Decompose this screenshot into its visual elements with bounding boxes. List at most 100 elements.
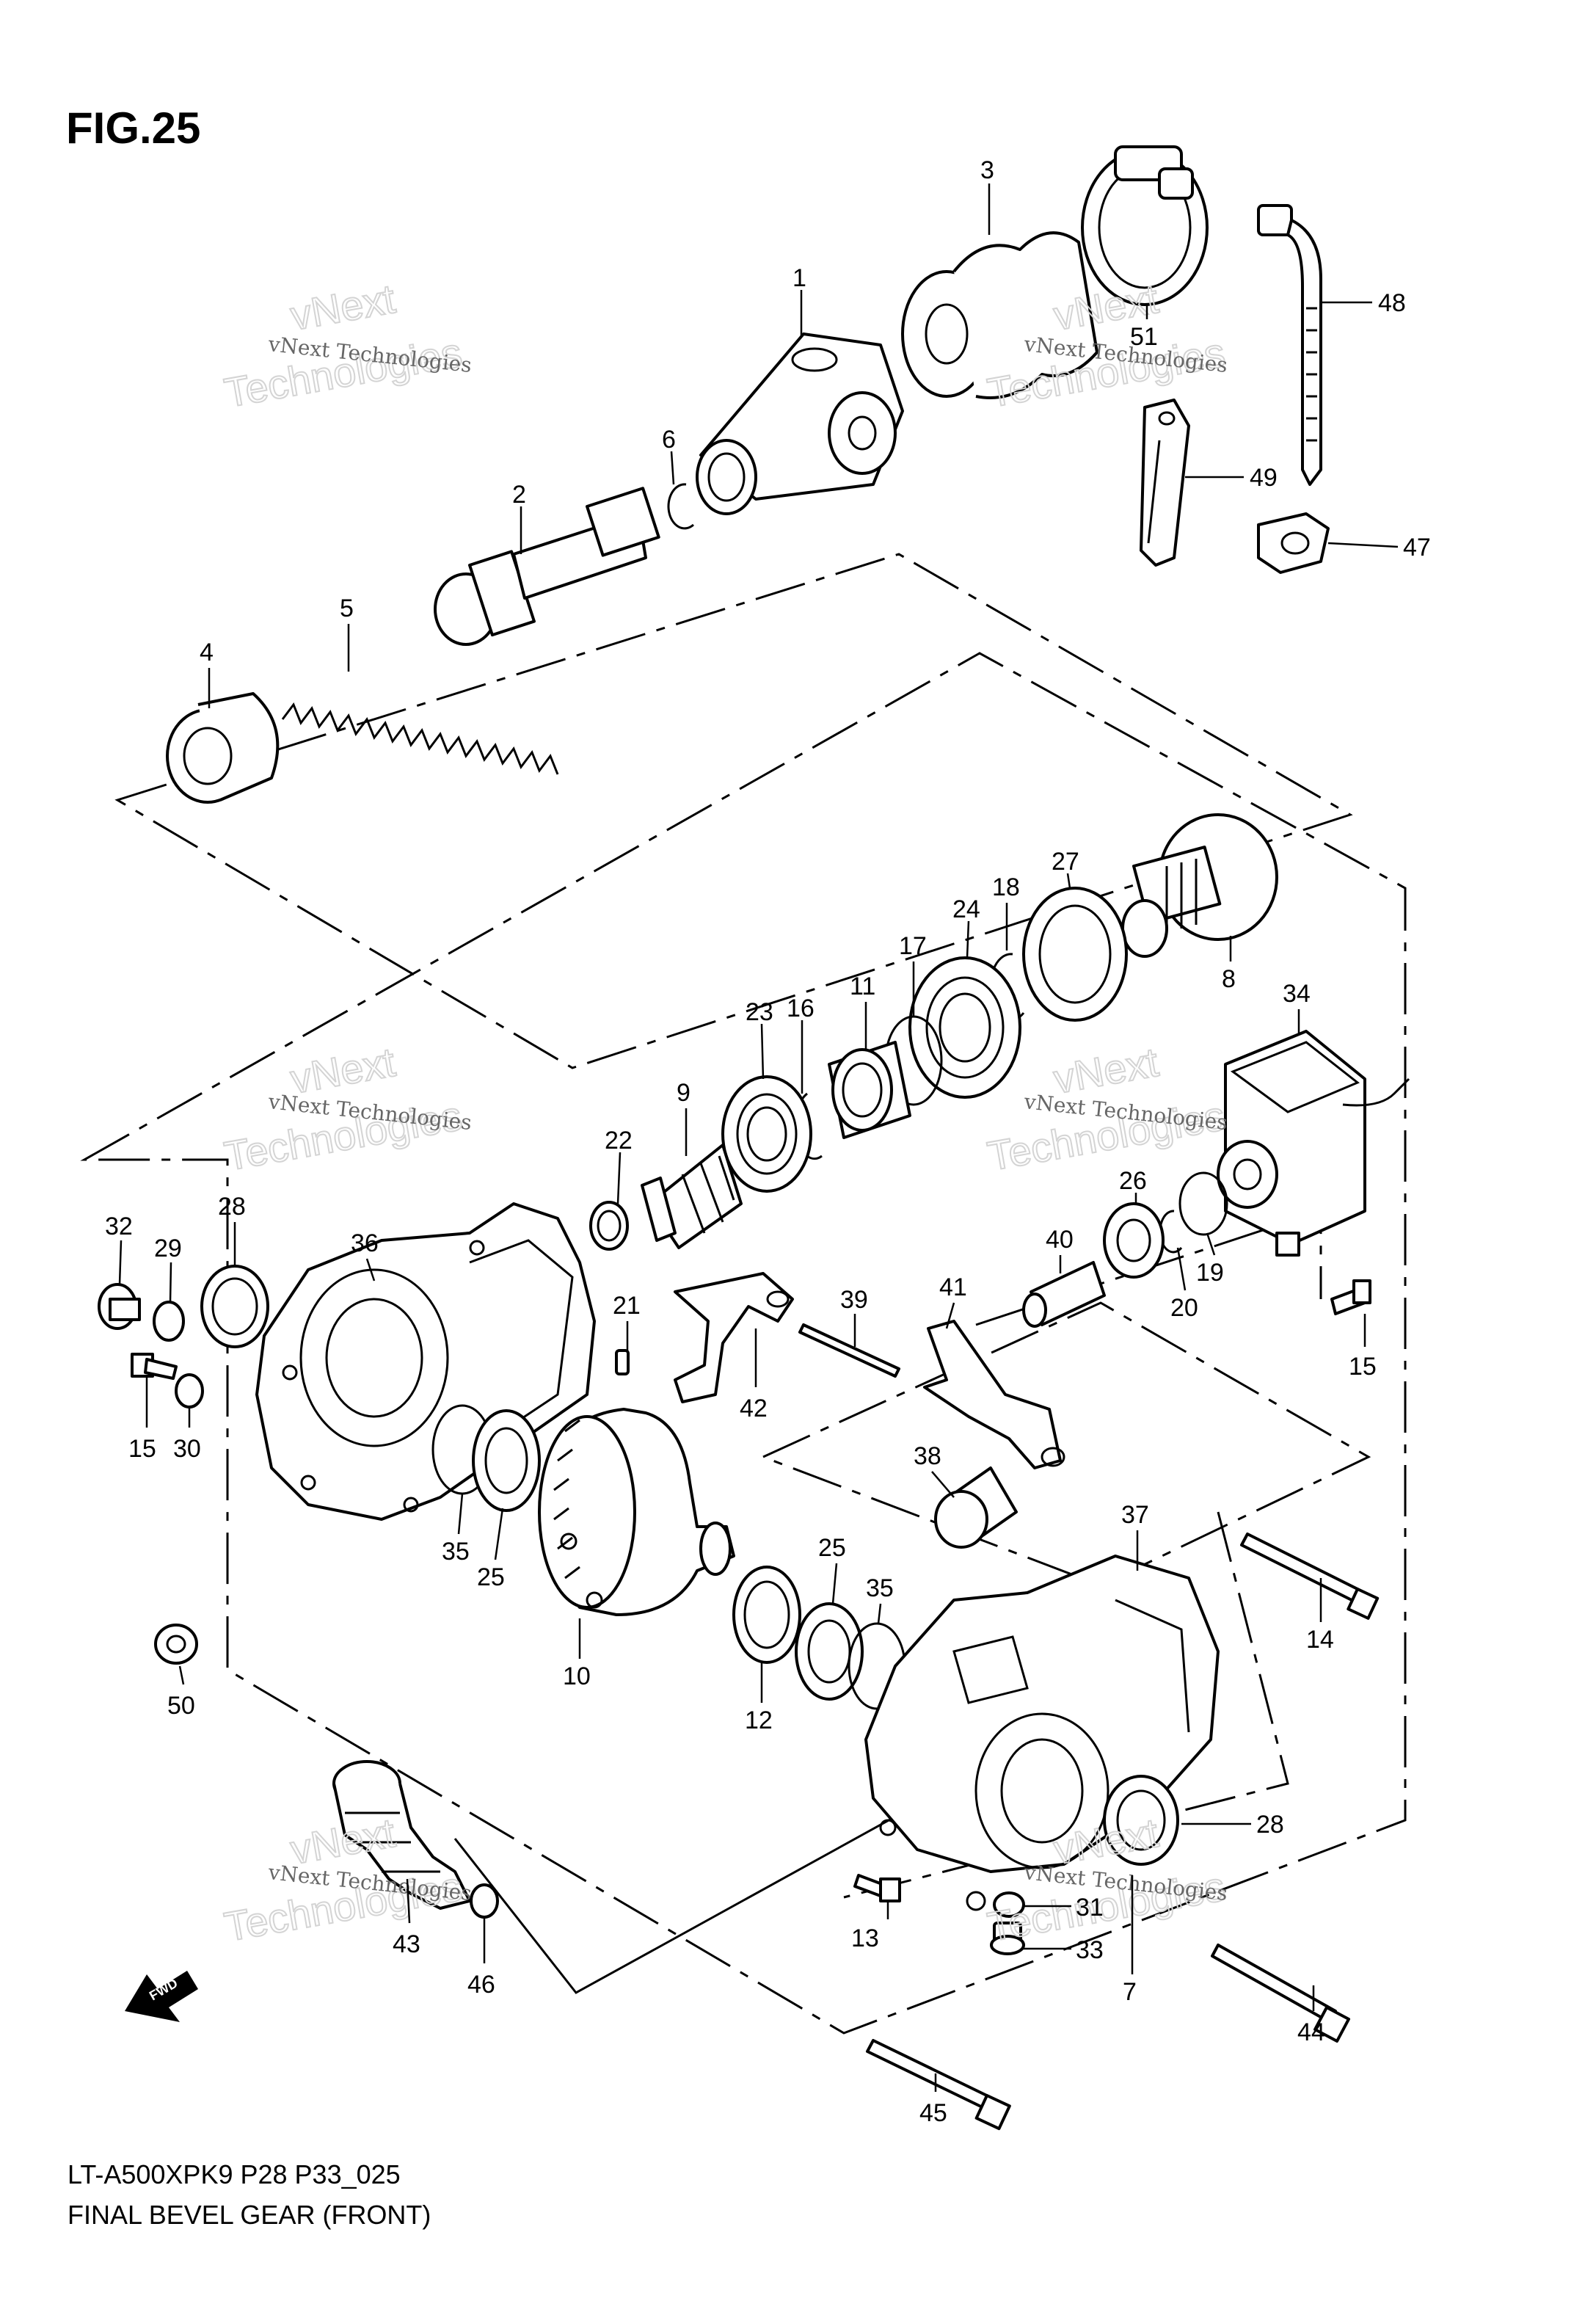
part-48-cable-tie — [1257, 204, 1322, 486]
part-42-shift-fork — [674, 1272, 794, 1403]
figure-title: FIG.25 — [66, 103, 200, 153]
svg-text:vNext: vNext — [1050, 1039, 1162, 1102]
callout-38: 38 — [914, 1442, 941, 1470]
part-43-boot — [332, 1760, 471, 1910]
case-assembly-frame — [80, 652, 1407, 2035]
callout-46: 46 — [467, 1971, 495, 1999]
callout-4: 4 — [200, 639, 214, 666]
callout-5: 5 — [340, 595, 354, 622]
callout-3: 3 — [980, 156, 994, 184]
part-40-shaft — [1022, 1261, 1106, 1328]
part-50-nut — [154, 1624, 198, 1665]
callout-24: 24 — [952, 895, 980, 923]
callout-29: 29 — [154, 1235, 182, 1262]
model-code: LT-A500XPK9 P28 P33_025 — [68, 2159, 401, 2189]
part-45-bolt — [866, 2039, 1011, 2131]
callout-44: 44 — [1297, 2018, 1325, 2046]
leader-lines — [118, 183, 1399, 2092]
part-44-bolt — [1211, 1944, 1351, 2043]
part-24-bearing — [908, 956, 1021, 1099]
diagram-caption: FINAL BEVEL GEAR (FRONT) — [68, 2200, 431, 2230]
callout-43: 43 — [393, 1930, 420, 1958]
callout-41: 41 — [939, 1273, 967, 1301]
part-26-bearing — [1103, 1202, 1165, 1279]
part-29-washer — [153, 1301, 185, 1342]
part-1-yoke — [696, 332, 904, 515]
part-22-needle-bearing — [589, 1201, 629, 1251]
svg-text:vNext: vNext — [287, 275, 398, 339]
callout-14: 14 — [1306, 1626, 1334, 1654]
callout-34: 34 — [1283, 980, 1311, 1008]
shift-assembly-frame — [760, 1301, 1371, 1587]
part-12-seal — [732, 1566, 801, 1664]
callout-32: 32 — [105, 1213, 133, 1240]
part-28-seal-left — [200, 1265, 269, 1348]
part-37-front-housing — [864, 1555, 1220, 1911]
part-10-ring-gear — [538, 1408, 735, 1616]
callout-23: 23 — [746, 998, 773, 1026]
part-32-plug — [98, 1283, 141, 1330]
callout-21: 21 — [613, 1292, 641, 1320]
callout-15-left: 15 — [128, 1435, 156, 1463]
callout-51: 51 — [1130, 323, 1158, 351]
callout-39: 39 — [840, 1286, 868, 1314]
callout-28-right: 28 — [1256, 1811, 1284, 1839]
callout-40: 40 — [1046, 1226, 1074, 1254]
callout-13: 13 — [851, 1924, 879, 1952]
callout-20: 20 — [1170, 1294, 1198, 1322]
part-15-bolt-right — [1330, 1279, 1371, 1315]
callout-50: 50 — [167, 1692, 195, 1720]
part-33-plug — [990, 1922, 1025, 1955]
callout-31: 31 — [1076, 1894, 1104, 1922]
part-25-bearing-right — [795, 1602, 864, 1701]
part-3-boot — [901, 231, 1098, 399]
shaft-assembly-frame — [114, 553, 1353, 1069]
callout-30: 30 — [173, 1435, 201, 1463]
watermark-bottom-left: vNext Technologies vNext Technologies — [220, 1808, 473, 1951]
callout-2: 2 — [512, 481, 526, 509]
callout-26: 26 — [1119, 1167, 1147, 1195]
part-2-shaft — [434, 487, 660, 646]
callout-25-left: 25 — [477, 1563, 505, 1591]
callout-36: 36 — [351, 1229, 379, 1257]
part-23-bearing — [721, 1075, 812, 1193]
callout-47: 47 — [1403, 534, 1431, 561]
part-41-shift-fork-2 — [923, 1320, 1065, 1469]
part-5-spring — [281, 702, 559, 775]
callout-1: 1 — [792, 264, 806, 292]
callout-19: 19 — [1196, 1259, 1224, 1287]
callout-15-right: 15 — [1349, 1353, 1377, 1381]
callout-25-right: 25 — [818, 1534, 846, 1562]
callout-37: 37 — [1121, 1501, 1149, 1529]
part-8-pinion — [1121, 813, 1278, 958]
fwd-arrow-icon: FWD — [125, 1971, 198, 2022]
part-4-cap — [166, 692, 280, 804]
part-25-bearing-left — [472, 1409, 541, 1512]
callout-49: 49 — [1250, 464, 1278, 492]
callout-8: 8 — [1222, 965, 1236, 993]
watermark-mid-right: vNext Technologies vNext Technologies — [983, 1038, 1229, 1180]
part-31-washer — [993, 1891, 1025, 1918]
callout-17: 17 — [899, 932, 927, 960]
callout-22: 22 — [605, 1127, 633, 1155]
callout-33: 33 — [1076, 1936, 1104, 1964]
part-51-clamp — [1081, 145, 1209, 306]
callout-12: 12 — [745, 1706, 773, 1734]
callout-11: 11 — [850, 973, 875, 1000]
callout-48: 48 — [1378, 289, 1406, 317]
callout-16: 16 — [787, 995, 815, 1022]
part-19-o-ring — [1178, 1171, 1228, 1236]
part-6-circlip — [667, 483, 694, 530]
part-21-pin — [615, 1349, 630, 1375]
part-9-bevel-pinion — [641, 1144, 743, 1249]
part-46-clamp — [470, 1883, 499, 1919]
callout-27: 27 — [1052, 848, 1079, 876]
callout-18: 18 — [992, 873, 1020, 901]
part-38-sleeve — [934, 1466, 1018, 1549]
part-49-bracket — [1140, 399, 1190, 567]
part-14-bolt — [1240, 1533, 1380, 1620]
callout-28-left: 28 — [218, 1193, 246, 1221]
callout-42: 42 — [740, 1395, 768, 1422]
callout-9: 9 — [677, 1079, 690, 1107]
callout-35-right: 35 — [866, 1574, 894, 1602]
